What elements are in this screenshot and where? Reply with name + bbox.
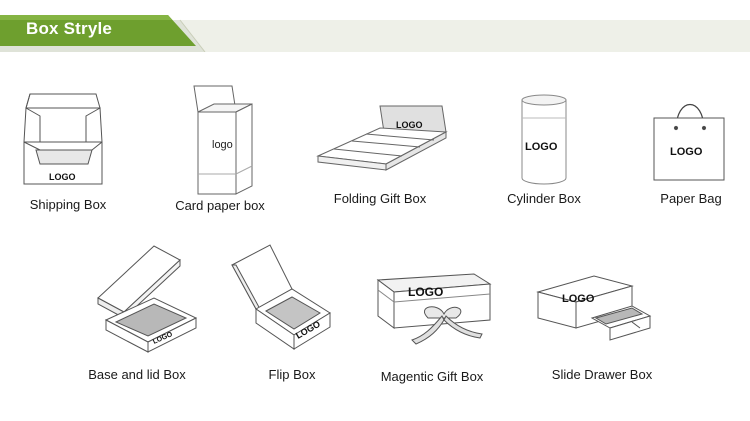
- folding-gift-box-caption: Folding Gift Box: [333, 191, 427, 206]
- folding-gift-box-item[interactable]: LOGO: [316, 104, 451, 174]
- paper-bag-logo: LOGO: [670, 146, 703, 158]
- card-paper-box-logo: logo: [212, 139, 233, 151]
- flip-box-icon: LOGO: [231, 244, 331, 350]
- paper-bag-caption: Paper Bag: [660, 191, 722, 206]
- base-and-lid-box-caption: Base and lid Box: [88, 367, 186, 382]
- section-title: Box Stryle: [26, 19, 113, 38]
- card-paper-box-item[interactable]: logo: [188, 82, 263, 197]
- cylinder-box-logo: LOGO: [525, 141, 558, 153]
- section-header: [0, 12, 750, 52]
- paper-bag-icon: LOGO: [653, 103, 725, 181]
- magnetic-gift-box-logo: LOGO: [408, 285, 443, 299]
- header-band-shape: [0, 15, 750, 52]
- cylinder-box-icon: LOGO: [521, 94, 567, 185]
- slide-drawer-box-item[interactable]: LOGO: [534, 272, 658, 352]
- magnetic-gift-box-caption: Magentic Gift Box: [380, 369, 484, 384]
- magnetic-gift-box-icon: LOGO: [376, 273, 492, 345]
- folding-gift-box-logo: LOGO: [396, 120, 423, 130]
- cylinder-box-item[interactable]: LOGO: [516, 92, 572, 187]
- paper-bag-item[interactable]: LOGO: [650, 92, 730, 187]
- flip-box-item[interactable]: LOGO: [226, 243, 336, 353]
- shipping-box-caption: Shipping Box: [29, 197, 107, 212]
- slide-drawer-box-logo: LOGO: [562, 293, 595, 305]
- slide-drawer-box-icon: LOGO: [536, 275, 652, 341]
- card-paper-box-icon: logo: [193, 85, 253, 195]
- shipping-box-icon: LOGO: [23, 93, 103, 185]
- base-and-lid-box-icon: LOGO: [97, 245, 198, 353]
- magnetic-gift-box-item[interactable]: LOGO: [372, 272, 496, 352]
- slide-drawer-box-caption: Slide Drawer Box: [551, 367, 653, 382]
- folding-gift-box-icon: LOGO: [316, 105, 448, 171]
- shipping-box-logo: LOGO: [49, 172, 76, 182]
- flip-box-caption: Flip Box: [268, 367, 316, 382]
- base-and-lid-box-item[interactable]: LOGO: [94, 240, 200, 356]
- shipping-box-item[interactable]: LOGO: [18, 88, 108, 188]
- cylinder-box-caption: Cylinder Box: [507, 191, 581, 206]
- card-paper-box-caption: Card paper box: [175, 198, 265, 213]
